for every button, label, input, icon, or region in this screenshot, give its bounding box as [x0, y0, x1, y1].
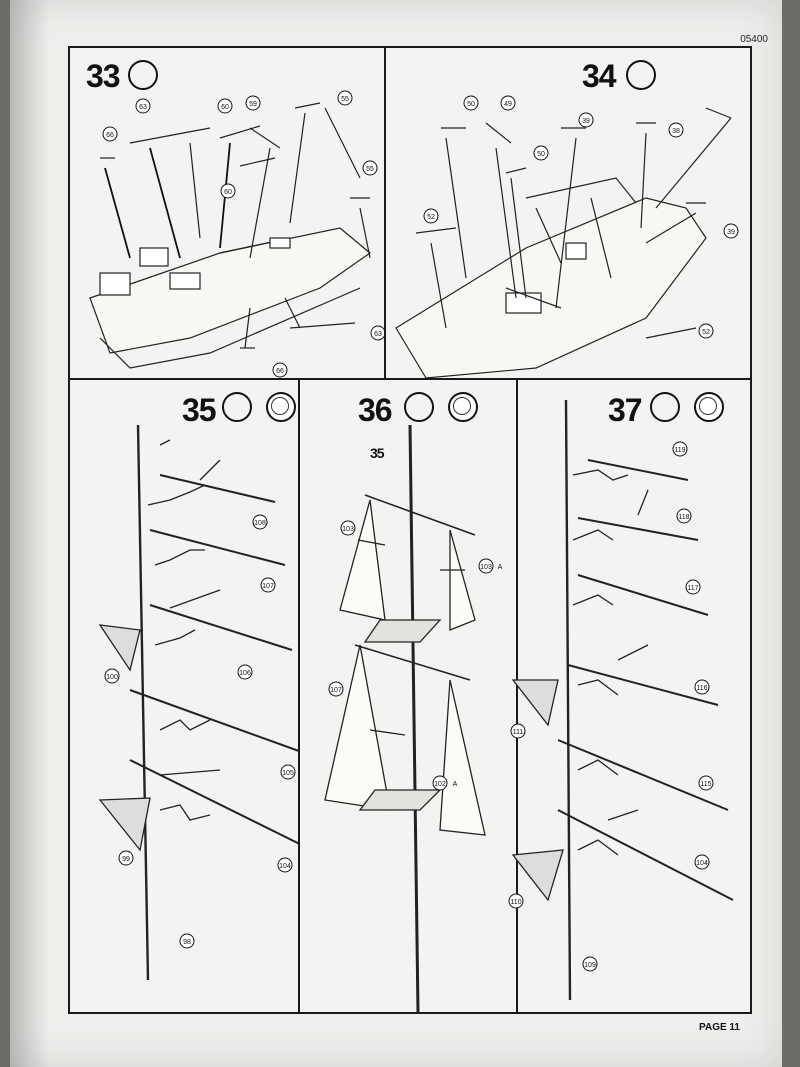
- part-label: 110: [510, 899, 521, 906]
- part-label: 52: [427, 214, 435, 221]
- part-label: 98: [183, 939, 191, 946]
- part-label: 107: [262, 583, 274, 590]
- document-code: 05400: [740, 34, 768, 45]
- instruction-sheet: 05400 33: [10, 0, 782, 1067]
- step-33-panel: 33: [68, 46, 390, 382]
- part-label: 63: [139, 104, 147, 111]
- part-label: 59: [249, 101, 257, 108]
- step-37-panel: 37 119 118: [508, 378, 752, 1014]
- part-label: 52: [702, 329, 710, 336]
- step-33-drawing: 63 60 59 66 55 55 60 63 66: [89, 90, 386, 378]
- part-label: 117: [687, 585, 698, 592]
- part-label: 104: [279, 863, 291, 870]
- part-label: 60: [221, 104, 229, 111]
- part-label: 119: [674, 447, 685, 454]
- step-number: 34: [582, 58, 617, 94]
- part-label: 103: [480, 564, 492, 571]
- part-label: 109: [584, 962, 596, 969]
- part-label: 50: [467, 101, 475, 108]
- clock-icon: [448, 392, 478, 422]
- part-label: 115: [700, 781, 711, 788]
- step-37-drawing: 119 118 117 116 111 115 110 104 109: [508, 399, 734, 1001]
- part-label: 106: [239, 670, 251, 677]
- part-label: 99: [122, 856, 130, 863]
- part-suffix: A: [498, 564, 503, 571]
- part-suffix: A: [453, 781, 458, 788]
- part-label: 105: [282, 770, 294, 777]
- part-label: 39: [582, 118, 590, 125]
- part-label: 55: [366, 166, 374, 173]
- sub-step-reference: 35: [370, 445, 385, 461]
- step-34-panel: 34: [384, 46, 752, 382]
- step-36-panel: 36 35 103 103: [298, 378, 520, 1014]
- step-number: 37: [608, 392, 643, 428]
- page-shadow: [10, 0, 50, 1067]
- part-label: 107: [330, 687, 342, 694]
- step-35-panel: 35 108 1: [68, 378, 333, 1014]
- part-label: 116: [696, 685, 707, 692]
- part-label: 118: [678, 514, 689, 521]
- part-label: 108: [254, 520, 266, 527]
- part-label: 111: [513, 729, 524, 736]
- step-34-drawing: 50 49 39 38 52 50 39 52: [395, 95, 739, 379]
- part-label: 66: [276, 368, 284, 375]
- step-number: 36: [358, 392, 393, 428]
- clock-icon: [694, 392, 724, 422]
- part-label: 39: [727, 229, 735, 236]
- part-label: 66: [106, 132, 114, 139]
- part-label: 102: [434, 781, 446, 788]
- step-number: 33: [86, 58, 121, 94]
- part-label: 38: [672, 128, 680, 135]
- part-label: 55: [341, 96, 349, 103]
- step-number: 35: [182, 392, 217, 428]
- clock-icon: [266, 392, 296, 422]
- glue-icon: [128, 60, 158, 90]
- part-label: 100: [106, 674, 118, 681]
- glue-icon: [222, 392, 252, 422]
- part-label: 63: [374, 331, 382, 338]
- glue-icon: [404, 392, 434, 422]
- page-number: PAGE 11: [699, 1022, 740, 1033]
- part-label: 49: [504, 101, 512, 108]
- part-label: 60: [224, 189, 232, 196]
- part-label: 50: [537, 151, 545, 158]
- part-label: 103: [342, 526, 354, 533]
- glue-icon: [626, 60, 656, 90]
- part-label: 104: [696, 860, 708, 867]
- step-36-drawing: 103 103 107 102 A A: [324, 424, 503, 1013]
- glue-icon: [650, 392, 680, 422]
- step-35-drawing: 108 107 106 100 105 99 104 98: [98, 424, 333, 981]
